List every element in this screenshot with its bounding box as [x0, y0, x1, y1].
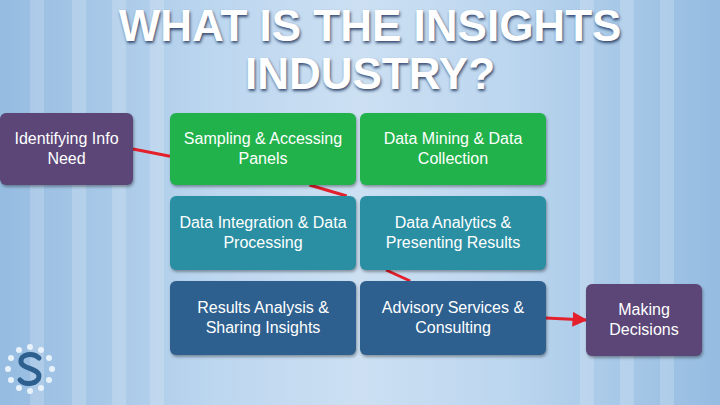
flow-arrow	[310, 185, 347, 196]
logo-dots	[5, 344, 55, 394]
process-box: Data Integration & Data Processing	[170, 196, 356, 270]
box-label: Results Analysis & Sharing Insights	[178, 298, 348, 338]
box-label: Data Analytics & Presenting Results	[368, 213, 538, 253]
flow-arrow	[386, 270, 410, 281]
flow-arrow	[133, 149, 170, 156]
box-label: Data Integration & Data Processing	[178, 213, 348, 253]
process-box: Advisory Services & Consulting	[360, 281, 546, 355]
box-label: Sampling & Accessing Panels	[178, 129, 348, 169]
process-box: Data Analytics & Presenting Results	[360, 196, 546, 270]
process-box: Data Mining & Data Collection	[360, 113, 546, 185]
process-box: Sampling & Accessing Panels	[170, 113, 356, 185]
process-box: Results Analysis & Sharing Insights	[170, 281, 356, 355]
flow-arrow	[546, 318, 586, 320]
box-label: Identifying Info Need	[8, 129, 125, 169]
process-box: Making Decisions	[586, 284, 702, 356]
box-label: Advisory Services & Consulting	[368, 298, 538, 338]
box-label: Data Mining & Data Collection	[368, 129, 538, 169]
logo-s	[20, 355, 39, 384]
box-label: Making Decisions	[594, 300, 694, 340]
process-box: Identifying Info Need	[0, 113, 133, 185]
title: WHAT IS THE INSIGHTS INDUSTRY?	[60, 2, 680, 98]
